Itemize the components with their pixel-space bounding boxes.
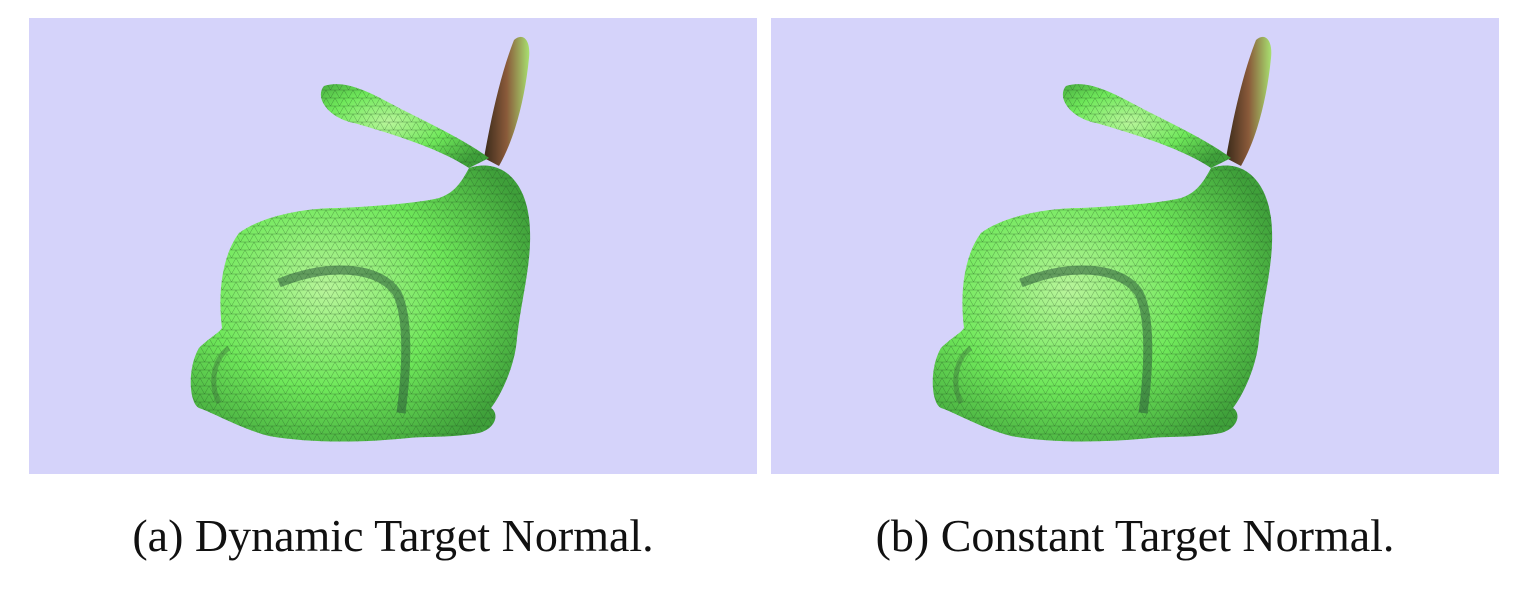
caption-dynamic: (a) Dynamic Target Normal. bbox=[132, 510, 654, 561]
caption-constant: (b) Constant Target Normal. bbox=[875, 510, 1395, 561]
render-panel-constant bbox=[771, 18, 1499, 474]
bunny-shape bbox=[932, 36, 1273, 442]
bunny-shape bbox=[190, 36, 531, 442]
bunny-render bbox=[932, 36, 1273, 442]
bunny-render bbox=[190, 36, 531, 442]
render-panel-dynamic bbox=[29, 18, 757, 474]
